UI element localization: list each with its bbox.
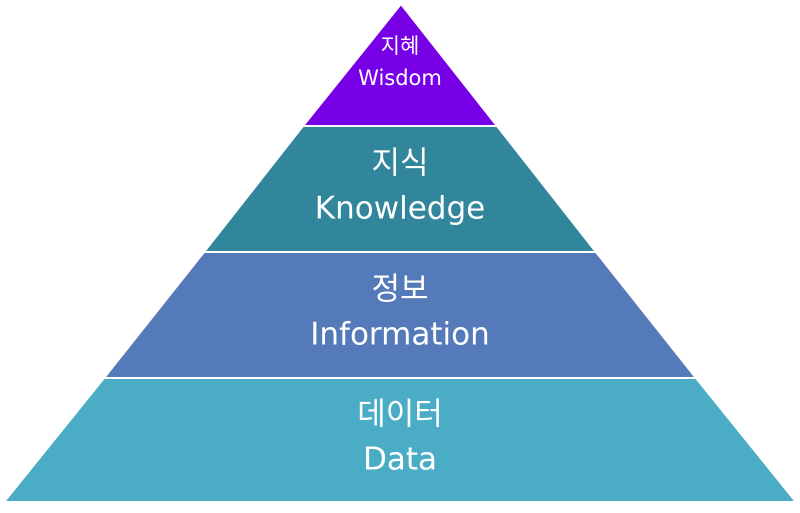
- level-data-shape: [1, 377, 799, 503]
- level-wisdom-label-en: Wisdom: [358, 66, 442, 90]
- level-data-label-ko: 데이터: [357, 397, 443, 433]
- level-information-label-en: Information: [310, 317, 489, 353]
- level-data-label-en: Data: [363, 442, 437, 478]
- level-knowledge-label-en: Knowledge: [315, 191, 485, 227]
- level-information: 정보 Information: [101, 251, 699, 379]
- level-wisdom-label-ko: 지혜: [381, 34, 420, 58]
- level-knowledge: 지식 Knowledge: [201, 125, 599, 253]
- level-information-label-ko: 정보: [371, 272, 428, 308]
- level-data: 데이터 Data: [1, 377, 799, 503]
- level-wisdom-shape: [300, 2, 500, 127]
- level-wisdom: 지혜 Wisdom: [300, 2, 500, 127]
- level-knowledge-label-ko: 지식: [371, 146, 428, 182]
